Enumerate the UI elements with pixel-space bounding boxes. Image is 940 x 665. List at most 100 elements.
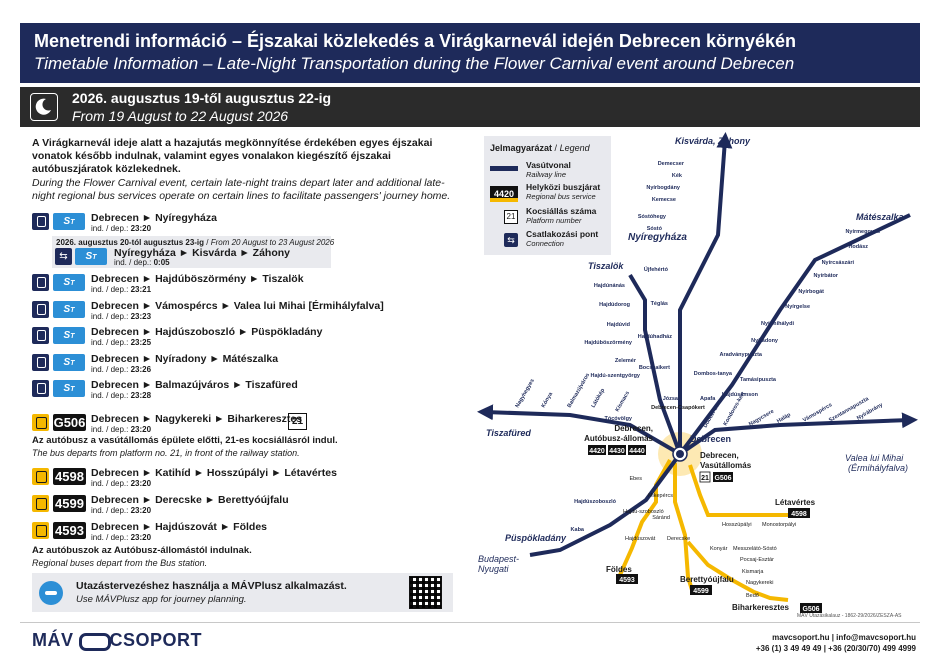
service-departure: ind. / dep.: 23:20: [91, 479, 152, 488]
bus-stop-label: Kismarja: [742, 569, 764, 575]
qr-code-icon[interactable]: [409, 576, 442, 609]
svg-text:G506: G506: [802, 606, 819, 613]
terminal-tiszalok: Tiszalök: [588, 261, 624, 271]
station-label: Hajdúnánás: [594, 283, 625, 289]
terminal-biharkeresztes: Biharkeresztes: [732, 603, 789, 612]
title-english: Timetable Information – Late-Night Trans…: [34, 54, 795, 73]
terminal-tiszafured: Tiszafüred: [486, 428, 531, 438]
legend-title: Jelmagyarázat / Legend: [490, 143, 590, 153]
intro-hungarian: A Virágkarnevál ideje alatt a hazajutás …: [32, 137, 433, 175]
railway-line-swatch: [490, 166, 518, 171]
station-label: Nyírmihálydi: [761, 321, 794, 327]
station-label: Kónya: [541, 391, 555, 409]
rail-valea: [678, 412, 918, 456]
station-label: Látókép: [591, 387, 607, 409]
service-departure: ind. / dep.: 23:20: [91, 425, 152, 434]
bus-stop-label: Konyár: [710, 546, 728, 552]
service-route: Debrecen ► Nagykereki ► Biharkeresztes: [91, 413, 303, 425]
station-label: Zelemér: [615, 358, 637, 364]
bus-note-english: Regional buses depart from the Bus stati…: [32, 558, 208, 568]
svg-text:21: 21: [701, 475, 709, 482]
station-label: Sóstó: [647, 226, 663, 232]
bus-stop-label: Nagykereki: [746, 580, 774, 586]
bus-badge-4598: [788, 508, 810, 518]
service-departure: ind. / dep.: 23:20: [91, 224, 152, 233]
station-label: Kaba: [571, 527, 585, 533]
bus-station-badge: [588, 445, 606, 455]
s-line-badge: ST: [53, 354, 85, 371]
bus-icon: [32, 414, 49, 431]
terminal-letavertes: Létavértes: [775, 498, 816, 507]
g506-note-english: The bus departs from platform no. 21, in…: [32, 448, 300, 458]
connection-icon: ⇆: [55, 248, 72, 265]
railway-station-label: Debrecen,: [700, 451, 739, 460]
station-label: Aradványpuszta: [720, 352, 763, 358]
extension-date: 2026. augusztus 20-tól augusztus 23-ig /…: [56, 238, 335, 247]
train-icon: [32, 301, 49, 318]
title-hungarian: Menetrendi információ – Éjszakai közleke…: [34, 31, 797, 51]
service-route: Debrecen ► Nyíradony ► Mátészalka: [91, 353, 279, 365]
bus-note-hungarian: Az autóbuszok az Autóbusz-állomástól ind…: [32, 545, 252, 556]
s-line-badge: ST: [53, 380, 85, 397]
railway-lines: [477, 132, 918, 557]
station-label: Hodász: [848, 244, 868, 250]
station-label: Nyírbogát: [798, 289, 824, 295]
extension-route: Nyíregyháza ► Kisvárda ► Záhony: [114, 247, 291, 259]
service-route: Debrecen ► Katihíd ► Hosszúpályi ► Létav…: [91, 467, 337, 479]
bus-terminal-labels: Létavértes Földes Berettyóújfalu Biharke…: [606, 498, 816, 612]
svg-text:G506: G506: [714, 475, 731, 482]
rail-mateszalka: [678, 213, 911, 456]
app-promo-hungarian: Utazástervezéshez használja a MÁVPlusz a…: [76, 580, 347, 592]
station-label: Nyíradony: [751, 338, 779, 344]
bus-line-4598: [688, 464, 800, 517]
intro-text: A Virágkarnevál ideje alatt a hazajutás …: [32, 137, 462, 203]
footer-phone: +36 (1) 3 49 49 49 | +36 (20/30/70) 499 …: [755, 644, 916, 653]
route-map: Kisvárda, Záhony Nyíregyháza Tiszalök Má…: [470, 130, 920, 620]
terminal-budapest: Budapest-: [478, 554, 519, 564]
station-label: Kék: [672, 173, 683, 179]
document-reference: MÁV Utazásikalauz - 1862-29/2026/ZESZA-A…: [797, 613, 902, 619]
terminal-foldes: Földes: [606, 565, 632, 574]
bus-stop-label: Hajdúszovát: [625, 536, 656, 542]
bus-stop-label: Derecske: [667, 536, 690, 542]
legend-item-railway: Vasútvonal Railway line: [490, 160, 608, 182]
train-icon: [32, 380, 49, 397]
svg-text:4420: 4420: [589, 448, 605, 455]
bus-badge-4599: [690, 585, 712, 595]
bus-stop-label: Messzelátó-Sóstó: [733, 546, 777, 552]
bus-line-badge: G506: [53, 414, 86, 431]
legend-item-connection: ⇆ Csatlakozási pont Connection: [490, 229, 608, 251]
bus-stop-labels: Ebes Mikepércs Hajdú-szoboszló Sáránd Ha…: [623, 476, 796, 599]
station-label: Dobozi utca: [703, 398, 724, 429]
s-line-badge: ST: [53, 213, 85, 230]
station-label: Nagyhegyes: [515, 378, 536, 409]
logo-mark-icon: [77, 633, 111, 651]
svg-text:4599: 4599: [693, 588, 709, 595]
bus-line-badge: 4599: [53, 495, 86, 512]
station-label: Nyírmeggyes: [845, 229, 880, 235]
station-label: Demecser: [658, 161, 685, 167]
service-route: Debrecen ► Derecske ► Berettyóújfalu: [91, 494, 289, 506]
station-label: Sóstóhegy: [638, 214, 667, 220]
station-label: Hajdúböszörmény: [584, 340, 633, 346]
bus-stop-label: Bedő: [746, 593, 759, 599]
train-icon: [32, 327, 49, 344]
station-label: Nyírgelse: [785, 304, 810, 310]
bus-stop-label: Hajdú-szoboszló: [623, 509, 664, 515]
bus-icon: [32, 495, 49, 512]
footer-web-email[interactable]: mavcsoport.hu | info@mavcsoport.hu: [772, 633, 916, 642]
extension-box: 2026. augusztus 20-tól augusztus 23-ig /…: [52, 236, 335, 268]
s-line-badge: ST: [53, 327, 85, 344]
bus-stop-label: Hosszúpályi: [722, 522, 752, 528]
station-label: Tamásipuszta: [740, 377, 777, 383]
terminal-valea: Valea lui Mihai: [845, 453, 904, 463]
intro-english: During the Flower Carnival event, certai…: [32, 177, 451, 202]
terminal-labels: Kisvárda, Záhony Nyíregyháza Tiszalök Má…: [478, 136, 908, 574]
service-departure: ind. / dep.: 23:28: [91, 391, 152, 400]
bus-line-badge: 4598: [53, 468, 86, 485]
svg-text:4440: 4440: [629, 448, 645, 455]
terminal-puspokladany: Püspökladány: [505, 533, 567, 543]
page-header: Menetrendi információ – Éjszakai közleke…: [20, 23, 920, 83]
g506-note: Az autóbusz a vasútállomás épülete előtt…: [32, 435, 452, 459]
terminal-berettyoujfalu: Berettyóújfalu: [680, 575, 734, 584]
